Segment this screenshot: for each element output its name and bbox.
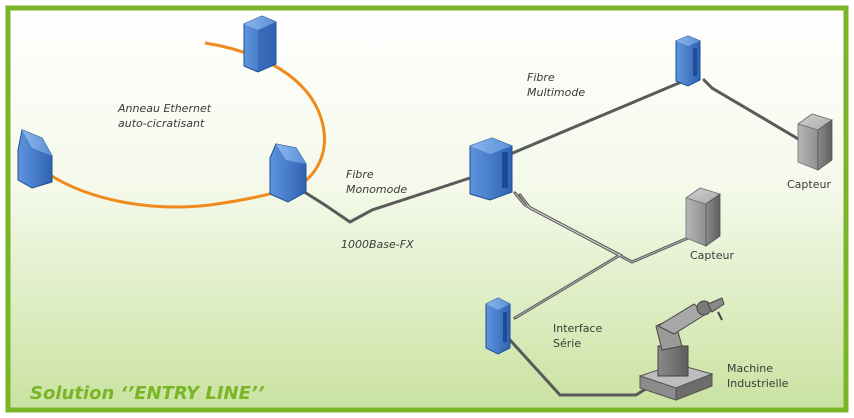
serial-interface-icon	[485, 297, 511, 355]
diagram-title: Solution ‘’ENTRY LINE’’	[30, 383, 265, 404]
fiber-mono-label-line1: Fibre	[346, 168, 374, 181]
fiber-mono-label-line2: Monomode	[346, 183, 408, 196]
cable-highlights	[514, 192, 696, 319]
sensor-icon	[797, 113, 833, 171]
ethernet-ring	[49, 41, 326, 209]
switch-icon	[269, 143, 307, 203]
switch-icon	[675, 35, 701, 87]
robot-arm-icon	[638, 297, 725, 401]
sensor-icon	[685, 187, 721, 247]
serial-interface-label-line1: Interface	[553, 322, 603, 335]
cable-multi	[506, 78, 688, 157]
fiber-multi-label-line2: Multimode	[527, 86, 586, 99]
machine-label-line1: Machine	[727, 362, 774, 375]
ring-label-line1: Anneau Ethernet	[118, 102, 212, 115]
switch-icon	[243, 15, 277, 73]
fiber-multi-label-line1: Fibre	[527, 71, 555, 84]
cable-sensor-right	[702, 78, 802, 142]
switch-icon	[469, 137, 513, 201]
cable-mono	[288, 176, 472, 224]
ring-label-line2: auto-cicratisant	[118, 117, 205, 130]
machine-label-line2: Industrielle	[727, 377, 789, 390]
sensor-right-label: Capteur	[787, 178, 831, 191]
base-fx-label: 1000Base-FX	[341, 238, 414, 251]
sensor-middle-label: Capteur	[690, 249, 734, 262]
switch-icon	[17, 129, 53, 189]
serial-interface-label-line2: Série	[553, 337, 582, 350]
